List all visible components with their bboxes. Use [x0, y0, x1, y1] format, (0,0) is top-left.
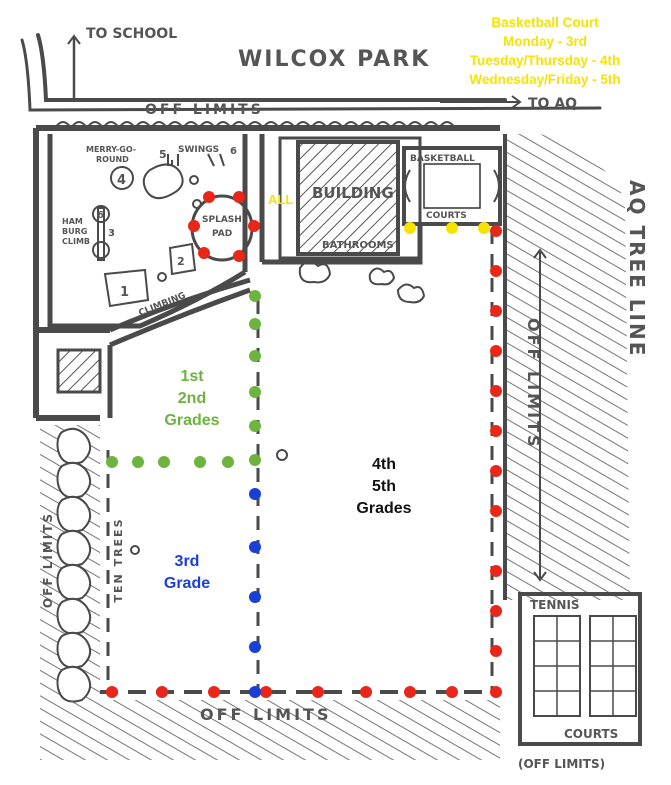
zone-blue-label: 3rd Grade — [164, 553, 210, 592]
courts-label: COURTS — [426, 211, 467, 221]
marker-6a: 6 — [97, 210, 104, 221]
green-dots — [106, 290, 261, 468]
hamburg-label-2: BURG — [62, 227, 87, 236]
left-hedge-bushes — [56, 427, 92, 703]
off-limits-left: OFF LIMITS — [41, 512, 55, 608]
to-aq-label: TO AQ — [528, 96, 577, 112]
to-aq-arrow — [440, 95, 522, 109]
schedule-line-1: Monday - 3rd — [503, 34, 587, 49]
numbered-markers: 4 5 6 3 6 2 1 — [97, 146, 237, 300]
diagonal-path — [107, 277, 251, 418]
off-limits-top: OFF LIMITS — [145, 102, 264, 118]
zone-blue-line-2: Grade — [164, 575, 210, 592]
hamburg-label-1: HAM — [62, 217, 83, 226]
zone-green-line-3: Grades — [164, 412, 219, 429]
schedule-line-3: Wednesday/Friday - 5th — [469, 72, 620, 87]
ten-trees-label: TEN TREES — [112, 518, 125, 603]
tennis-off-limits: (OFF LIMITS) — [518, 757, 605, 771]
outer-boundary — [33, 125, 500, 421]
yellow-dots — [404, 222, 490, 234]
marker-6b: 6 — [230, 146, 237, 157]
bathrooms-label: BATHROOMS — [322, 240, 394, 251]
off-limits-bottom: OFF LIMITS — [200, 705, 332, 724]
off-limits-right: OFF LIMITS — [524, 318, 543, 450]
schedule-line-2: Tuesday/Thursday - 4th — [470, 53, 621, 68]
zone-green-line-2: 2nd — [178, 390, 206, 407]
all-label: ALL — [268, 192, 293, 207]
merry-go-round-label-1: MERRY-GO- — [86, 145, 136, 154]
small-hatched-area — [56, 348, 102, 394]
tree-line-label: AQ TREE LINE — [625, 180, 649, 357]
zone-green-line-1: 1st — [180, 368, 204, 385]
marker-1: 1 — [120, 285, 129, 300]
blue-dots — [249, 488, 261, 698]
splash-pad-label-2: PAD — [212, 229, 232, 239]
zone-blue-line-1: 3rd — [175, 553, 200, 570]
marker-3: 3 — [108, 228, 115, 239]
zone-green-label: 1st 2nd Grades — [164, 368, 219, 429]
swings-label: SWINGS — [178, 145, 219, 155]
shrubs — [130, 175, 426, 555]
tennis-label: TENNIS — [530, 598, 580, 612]
bottom-hatch — [40, 700, 500, 760]
splash-pad-label-1: SPLASH — [202, 215, 242, 225]
merry-go-round-label-2: ROUND — [96, 155, 129, 164]
red-boundary-dots — [106, 191, 502, 698]
to-school-label: TO SCHOOL — [86, 26, 177, 42]
right-arrow — [533, 248, 547, 582]
building — [296, 140, 400, 256]
schedule-title: Basketball Court — [491, 15, 599, 30]
marker-5: 5 — [159, 148, 167, 161]
building-inner — [278, 136, 422, 260]
building-label: BUILDING — [312, 184, 394, 202]
marker-4: 4 — [117, 173, 126, 188]
tennis-courts-label: COURTS — [564, 727, 618, 741]
play-equipment — [92, 153, 225, 308]
basketball-schedule: Basketball Court Monday - 3rd Tuesday/Th… — [469, 15, 620, 87]
zone-black-line-3: Grades — [356, 500, 411, 517]
basketball-label: BASKETBALL — [410, 154, 475, 164]
marker-2: 2 — [177, 255, 185, 268]
park-name: WILCOX PARK — [238, 47, 430, 72]
hamburg-label-3: CLIMB — [62, 237, 90, 246]
zone-black-line-1: 4th — [372, 456, 396, 473]
zone-black-line-2: 5th — [372, 478, 396, 495]
aq-tree-line-area — [505, 134, 630, 600]
to-school-arrow — [67, 34, 81, 50]
tennis-courts — [518, 592, 642, 746]
zone-black-label: 4th 5th Grades — [356, 456, 411, 517]
